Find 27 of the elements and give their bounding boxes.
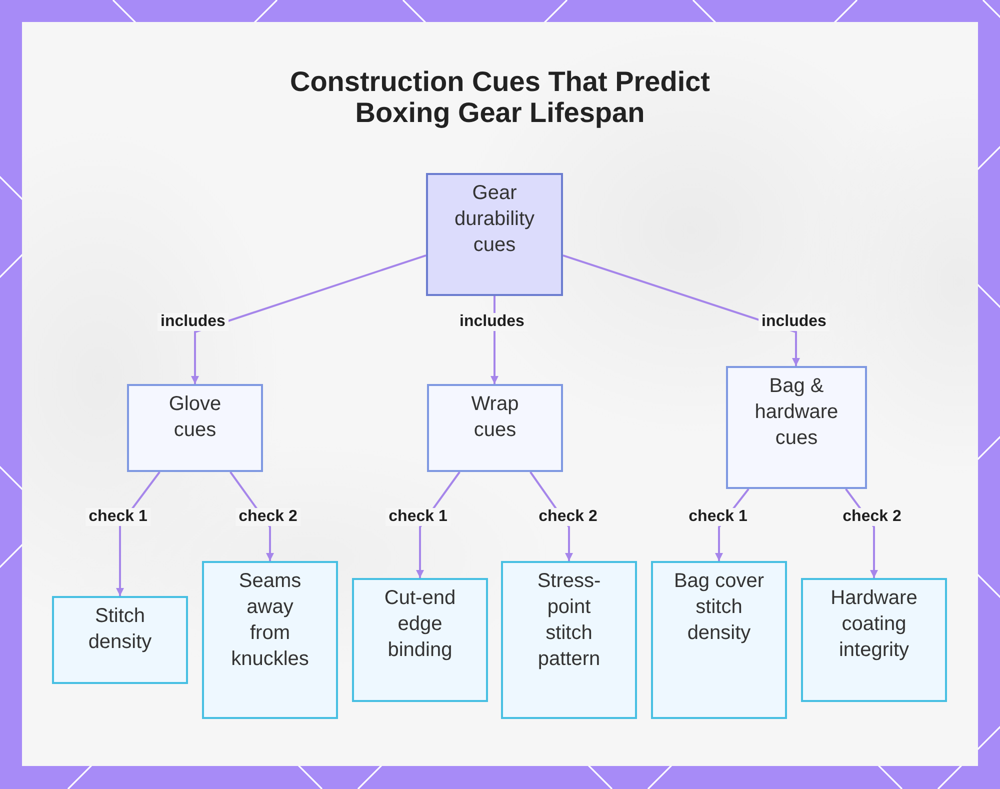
node-label: Seams away from knuckles: [230, 569, 310, 672]
connector-arrow: [562, 254, 800, 366]
node-label: Glove cues: [168, 392, 222, 443]
edge-label: includes: [758, 313, 830, 331]
criterion-box: [501, 561, 637, 719]
node-label: Gear durability cues: [453, 181, 536, 258]
node-label: Wrap cues: [470, 392, 520, 443]
edge-label: includes: [158, 313, 228, 331]
edge-label: check 2: [236, 508, 300, 526]
criterion-box: [801, 578, 947, 702]
node-label: Cut-end edge binding: [383, 586, 457, 663]
node-label: Stitch density: [87, 604, 153, 655]
connector-arrow: [191, 254, 426, 384]
node-label: Bag cover stitch density: [672, 569, 766, 646]
criterion-box: [202, 561, 338, 719]
criterion-box: [352, 578, 488, 702]
node-label: Stress-point stitch pattern: [536, 569, 602, 672]
category-box: [127, 384, 263, 472]
topic-box: [426, 173, 563, 296]
diagram-title: Construction Cues That Predict Boxing Gear Lifespan: [288, 66, 712, 128]
node-label: Hardware coating integrity: [830, 586, 918, 663]
category-box: [726, 366, 867, 489]
criterion-box: [52, 596, 188, 684]
edge-label: check 1: [86, 508, 150, 526]
criterion-box: [651, 561, 787, 719]
category-box: [427, 384, 563, 472]
node-label: Bag & hardware cues: [754, 374, 840, 451]
